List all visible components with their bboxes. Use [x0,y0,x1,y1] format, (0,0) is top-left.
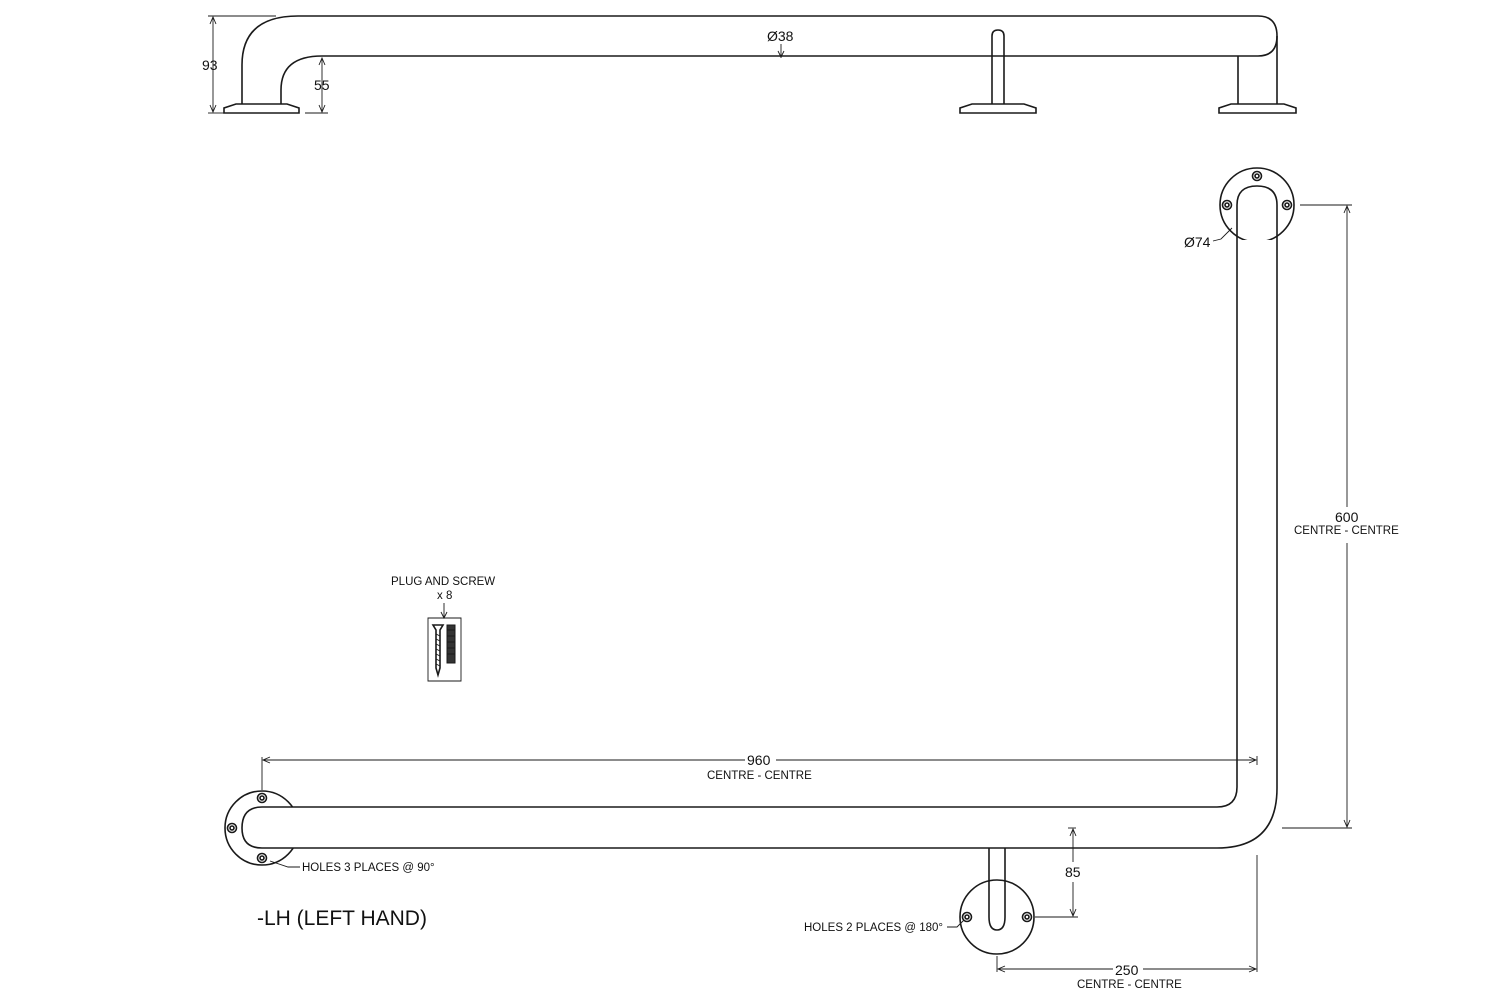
fixings-block: PLUG AND SCREW x 8 [391,576,495,682]
top-flange [1219,167,1295,243]
side-view-right-flange [1218,103,1297,114]
dim-horizontal-cc: 960 [747,752,771,768]
fixings-quantity: x 8 [437,590,452,602]
dim-support-offset: 85 [1065,864,1081,880]
plan-view: Ø74 600 CENTRE - CENTRE 960 CENTRE - CEN… [224,167,1399,991]
dim-height-total: 93 [202,57,218,73]
side-view-right-post [1237,36,1278,104]
dim-support-cc-label: CENTRE - CENTRE [1077,979,1182,991]
support-flange [959,848,1035,955]
dim-tube-diameter: Ø38 [767,28,794,44]
dim-height-clear: 55 [314,77,330,93]
side-view-tube [241,15,1278,104]
side-view: 93 55 Ø38 [202,15,1297,114]
side-view-middle-post [991,29,1005,104]
side-view-middle-flange [959,103,1037,114]
plan-view-tube [241,240,1278,849]
note-holes-end: HOLES 3 PLACES @ 90° [302,862,435,874]
fixings-title: PLUG AND SCREW [391,576,495,588]
side-view-end-flange [223,103,300,114]
dim-vertical-cc: 600 [1335,509,1359,525]
dim-flange-diameter: Ø74 [1184,234,1211,250]
screw-icon [431,624,445,678]
dim-horizontal-cc-label: CENTRE - CENTRE [707,770,812,782]
hand-label: -LH (LEFT HAND) [257,907,427,930]
fixings-frame [427,617,462,682]
plug-icon [446,624,456,664]
dim-vertical-cc-label: CENTRE - CENTRE [1294,525,1399,537]
dim-support-cc: 250 [1115,962,1139,978]
note-holes-support: HOLES 2 PLACES @ 180° [804,922,943,934]
